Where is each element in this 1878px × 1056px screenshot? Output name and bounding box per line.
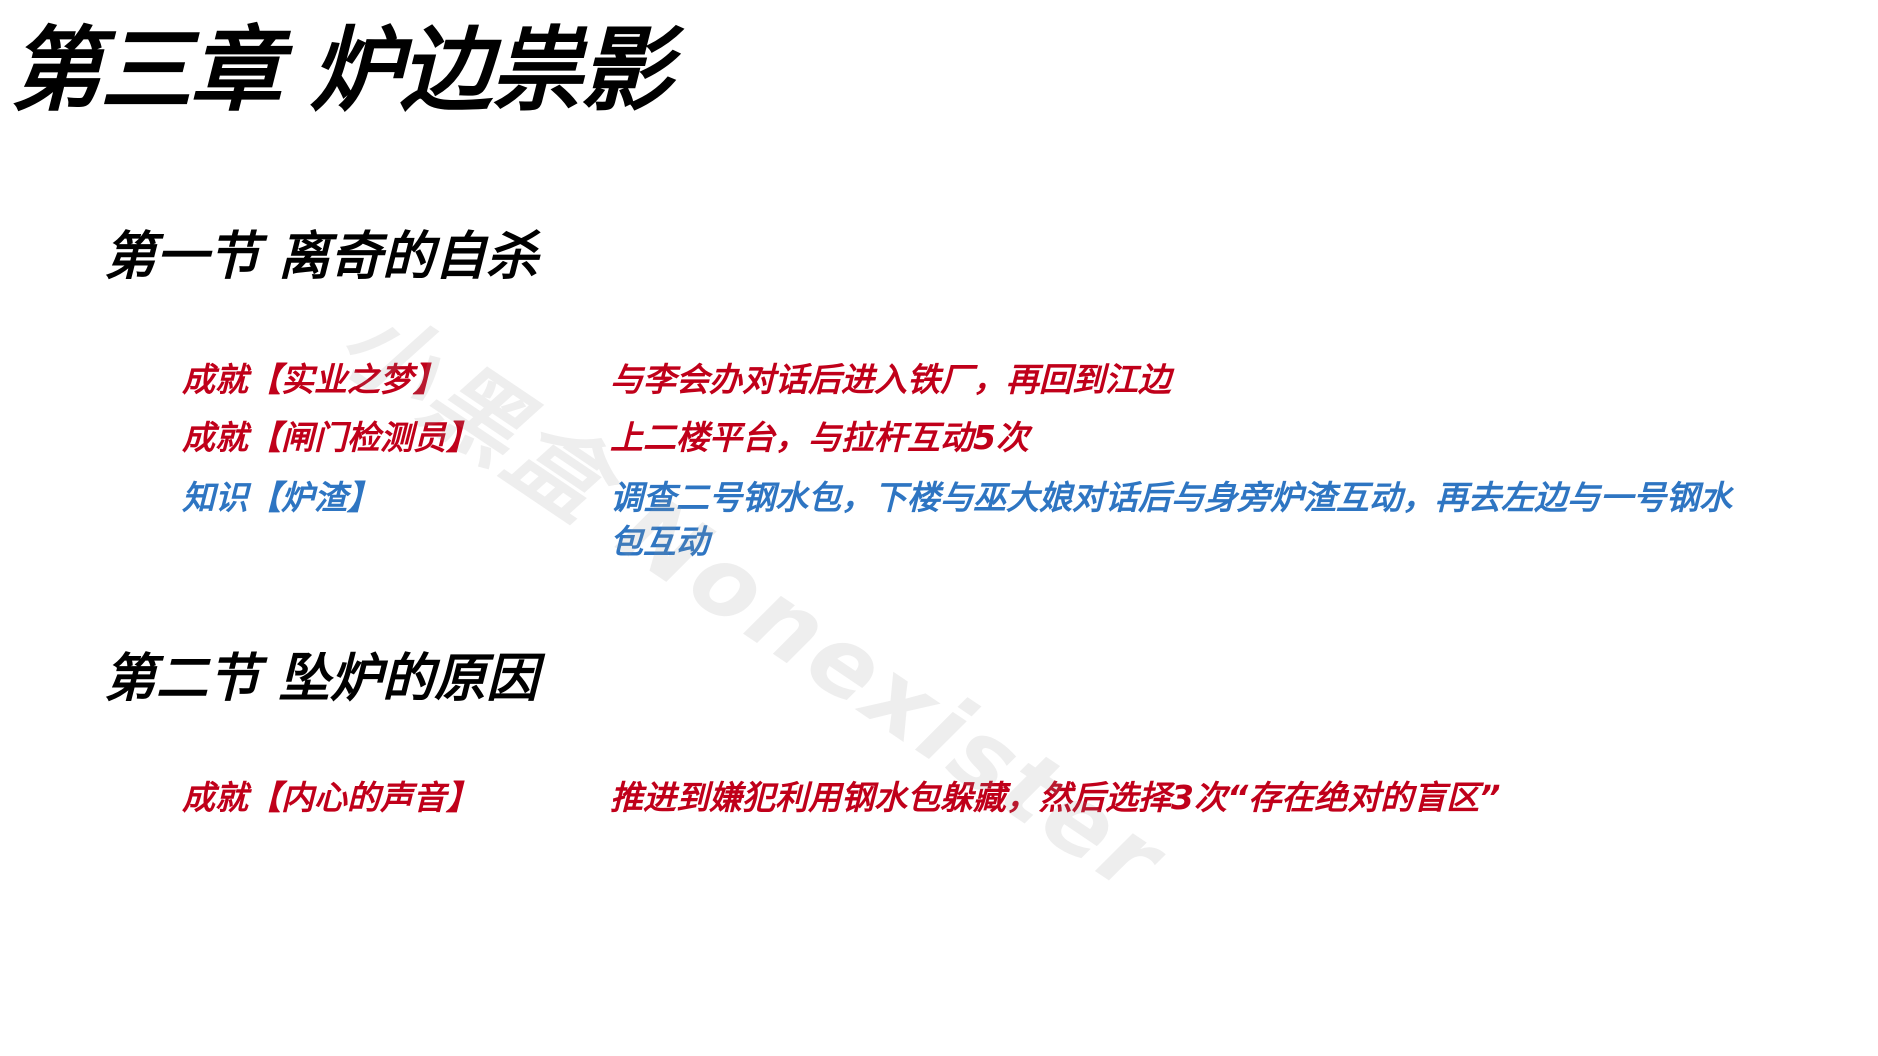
entry-description: 调查二号钢水包，下楼与巫大娘对话后与身旁炉渣互动，再去左边与一号钢水包互动 xyxy=(610,478,1732,561)
entry-description: 与李会办对话后进入铁厂，再回到江边 xyxy=(610,360,1171,399)
section-title: 第二节 坠炉的原因 xyxy=(104,649,539,709)
entry-label: 成就【实业之梦】 xyxy=(182,360,446,399)
chapter-title: 第三章 炉边祟影 xyxy=(10,17,672,124)
entry-description: 上二楼平台，与拉杆互动5次 xyxy=(610,418,1029,457)
section-title: 第一节 离奇的自杀 xyxy=(104,227,539,287)
entry-description: 推进到嫌犯利用钢水包躲藏，然后选择3次“存在绝对的盲区” xyxy=(610,778,1501,817)
entry-label: 成就【闸门检测员】 xyxy=(182,418,479,457)
entry-label: 知识【炉渣】 xyxy=(182,478,380,517)
entry-label: 成就【内心的声音】 xyxy=(182,778,479,817)
